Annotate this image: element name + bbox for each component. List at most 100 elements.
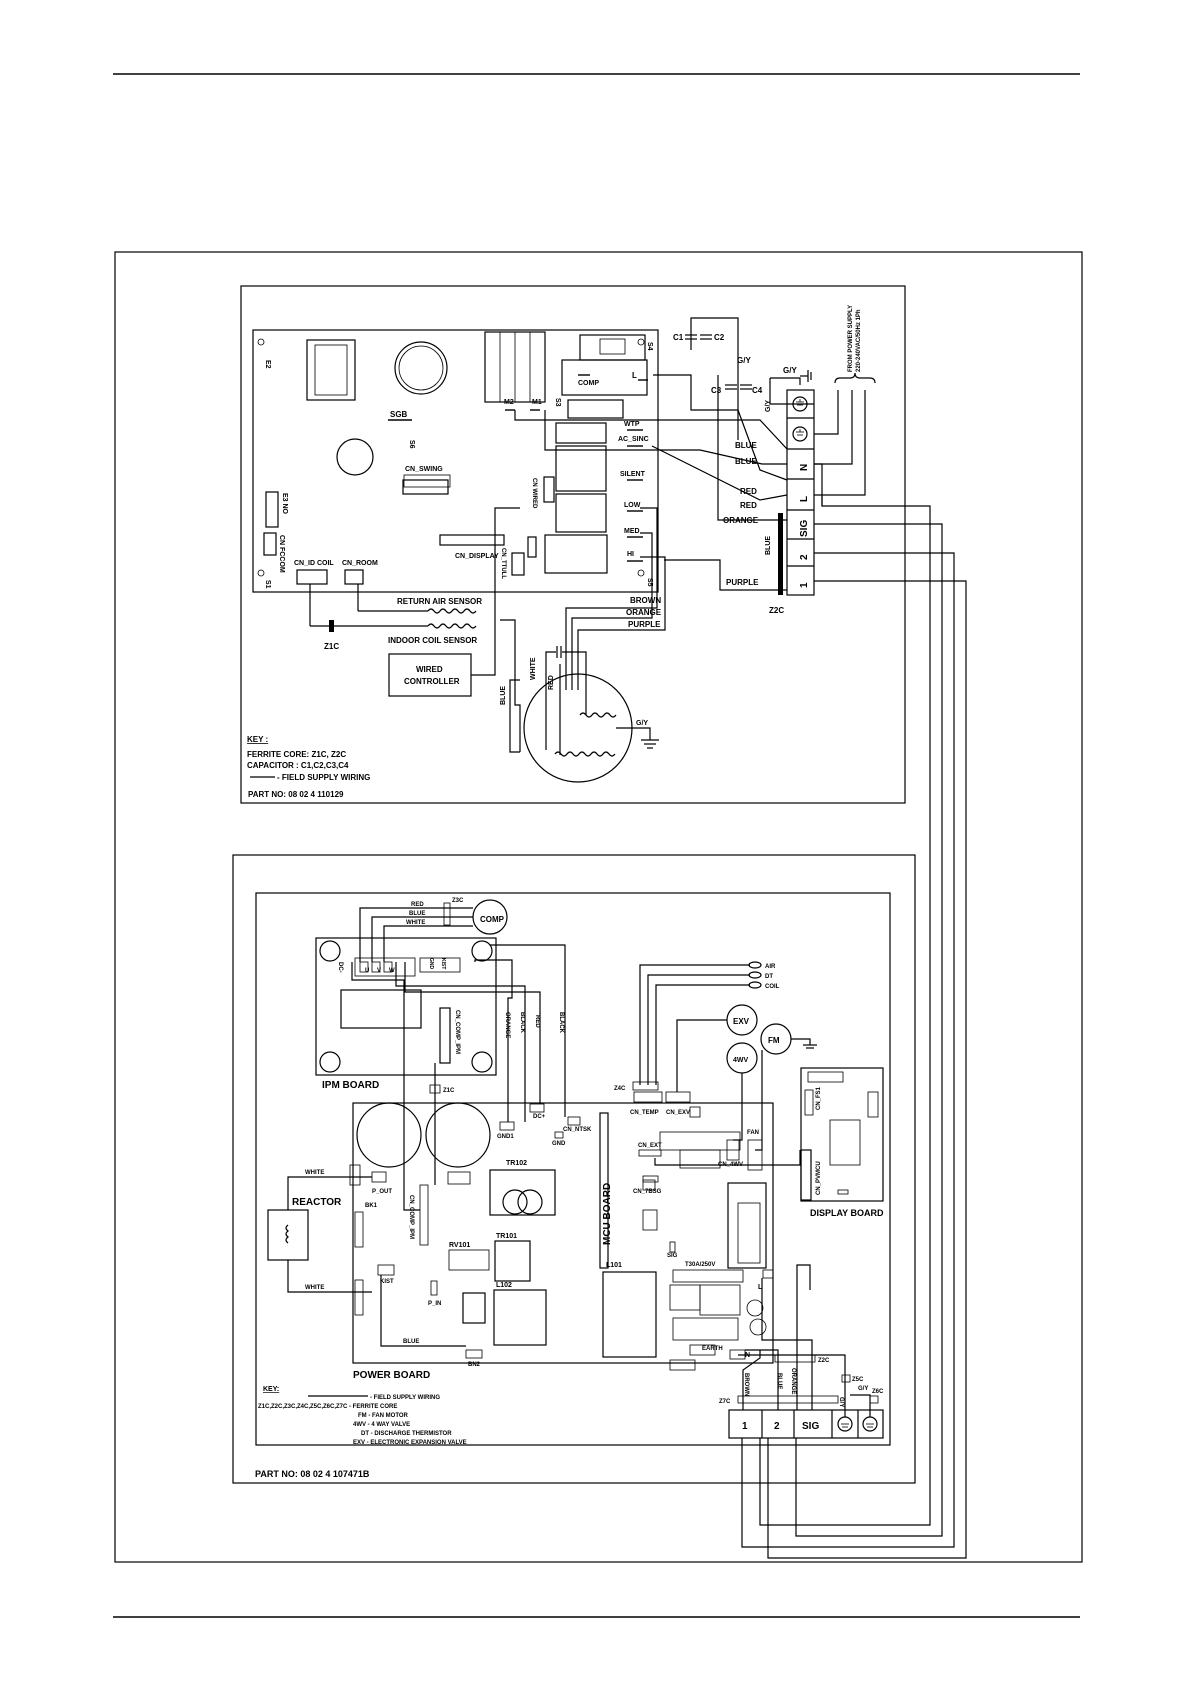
label-white-reactor-bot: WHITE <box>305 1285 324 1291</box>
indoor-key-ferrite: FERRITE CORE: Z1C, Z2C <box>247 750 346 759</box>
outdoor-key-line-5: DT - DISCHARGE THERMISTOR <box>361 1431 452 1437</box>
label-s5: S5 <box>646 578 653 587</box>
label-orange-wire-motor: ORANGE <box>626 608 662 617</box>
label-cn-wired: CN WIRED <box>531 478 537 509</box>
indoor-unit-diagram: E2 S4 SGB S6 CN_SWING E3 NO CN FCCOM S1 … <box>240 285 967 1559</box>
reactor-label: REACTOR <box>292 1197 342 1208</box>
label-red-motor: RED <box>548 675 555 690</box>
outdoor-key-line-2: Z1C,Z2C,Z3C,Z4C,Z5C,Z6C,Z7C - FERRITE CO… <box>258 1404 397 1410</box>
label-earth: EARTH <box>702 1346 723 1352</box>
outdoor-key-line-4: 4WV - 4 WAY VALVE <box>353 1422 410 1428</box>
power-board <box>352 1102 774 1364</box>
ferrite-z1c-indoor <box>329 620 334 632</box>
label-s3: S3 <box>554 398 561 407</box>
outdoor-power-board-label: POWER BOARD <box>353 1370 430 1381</box>
label-cn-ttull: CN_TTULL <box>500 548 506 579</box>
label-w: W <box>389 968 395 974</box>
label-cn-ext: CN_EXT <box>638 1143 662 1149</box>
label-gnd-power: GND <box>552 1141 566 1147</box>
label-bn2: BN2 <box>468 1362 481 1368</box>
wired-controller-box <box>388 653 472 697</box>
label-coil: COIL <box>765 984 780 990</box>
label-sgb: SGB <box>390 410 408 419</box>
label-4wv: 4WV <box>733 1057 749 1064</box>
label-l: L <box>632 371 637 380</box>
label-cn-swing: CN_SWING <box>405 466 443 473</box>
label-wtp: WTP <box>624 421 640 428</box>
label-z5c: Z5C <box>852 1377 864 1383</box>
label-dt: DT <box>765 974 773 980</box>
label-l101: L101 <box>606 1262 622 1269</box>
compressor-label: COMP <box>480 915 505 924</box>
label-mcu-board: MCU BOARD <box>602 1183 613 1245</box>
label-cn-room: CN_ROOM <box>342 560 378 567</box>
label-s1: S1 <box>264 580 271 589</box>
label-blue-motor: BLUE <box>500 686 507 705</box>
label-z6c: Z6C <box>872 1389 884 1395</box>
label-s6: S6 <box>408 440 415 449</box>
wired-controller-line2: CONTROLLER <box>404 677 460 686</box>
label-e2: E2 <box>264 360 271 369</box>
label-cn-comp-ipm: CN_COMP_IPM <box>408 1195 414 1239</box>
outdoor-terminal-block <box>728 1409 884 1439</box>
reactor-box <box>267 1209 309 1261</box>
label-red-comp: RED <box>411 902 424 908</box>
label-gy-wire: G/Y <box>765 400 772 412</box>
label-l102: L102 <box>496 1282 512 1289</box>
label-white-reactor-top: WHITE <box>305 1170 324 1176</box>
indoor-terminal-block <box>786 389 815 596</box>
terminal-sig: SIG <box>799 520 810 537</box>
label-c4: C4 <box>752 386 763 395</box>
indoor-key-capacitor: CAPACITOR : C1,C2,C3,C4 <box>247 761 349 770</box>
label-comp: COMP <box>578 380 599 387</box>
label-tr101: TR101 <box>496 1233 517 1240</box>
label-blue-outdoor: BLUE <box>776 1373 782 1389</box>
label-gy-motor: G/Y <box>636 720 648 727</box>
indoor-key-field: - FIELD SUPPLY WIRING <box>277 773 370 782</box>
label-gy-outdoor-2: G/Y <box>858 1386 868 1392</box>
label-red-ipm: RED <box>534 1015 540 1028</box>
label-orange-outdoor: ORANGE <box>790 1368 796 1394</box>
ferrite-z2c-outdoor <box>774 1354 816 1363</box>
ferrite-z2c-indoor <box>778 513 783 595</box>
outdoor-inner-frame <box>255 892 891 1446</box>
outdoor-part-no: PART NO: 08 02 4 107471B <box>255 1469 370 1479</box>
label-hi: HI <box>627 551 634 558</box>
label-cn-temp: CN_TEMP <box>630 1110 659 1116</box>
label-gy-top2: G/Y <box>783 366 797 375</box>
indoor-main-pcb <box>252 329 659 593</box>
outdoor-terminal-2: 2 <box>774 1421 780 1432</box>
label-kist: KIST <box>380 1279 394 1285</box>
label-bk1: BK1 <box>365 1203 378 1209</box>
label-sig-power: SIG <box>667 1253 678 1259</box>
label-cn-exv: CN_EXV <box>666 1110 690 1116</box>
earth-terminal-2 <box>792 426 808 442</box>
ipm-board <box>315 937 497 1076</box>
transformer-tr102 <box>489 1169 556 1216</box>
label-gnd-ipm: GND <box>428 958 434 970</box>
label-fan: FAN <box>747 1130 759 1136</box>
label-exv: EXV <box>733 1017 750 1026</box>
label-return-air-sensor: RETURN AIR SENSOR <box>397 597 482 606</box>
label-z1c-indoor: Z1C <box>324 642 339 651</box>
label-cn-comp-ipm-top: CN_COMP_IPM <box>454 1010 460 1054</box>
display-board <box>800 1067 884 1202</box>
indoor-frame <box>240 285 906 804</box>
label-m2: M2 <box>504 399 514 406</box>
label-cn-7bsg: CN_7BSG <box>633 1189 662 1195</box>
label-s4: S4 <box>646 342 653 351</box>
label-z3c: Z3C <box>452 898 464 904</box>
label-black-ipm-1: BLACK <box>519 1012 525 1034</box>
label-p-in: P_IN <box>428 1301 441 1307</box>
label-black-ipm-2: BLACK <box>558 1012 564 1034</box>
terminal-n: N <box>799 464 810 471</box>
label-white-motor: WHITE <box>530 657 537 680</box>
ferrite-z4c <box>632 1081 659 1091</box>
label-brown-outdoor: BROWN <box>743 1373 749 1396</box>
label-p-out: P_OUT <box>372 1189 392 1195</box>
label-dc-plus: DC+ <box>533 1114 546 1120</box>
label-air: AIR <box>765 964 776 970</box>
label-dc-minus: DC- <box>337 962 343 973</box>
label-ac-sinc: AC_SINC <box>618 436 649 443</box>
label-l-power: L <box>758 1284 763 1291</box>
